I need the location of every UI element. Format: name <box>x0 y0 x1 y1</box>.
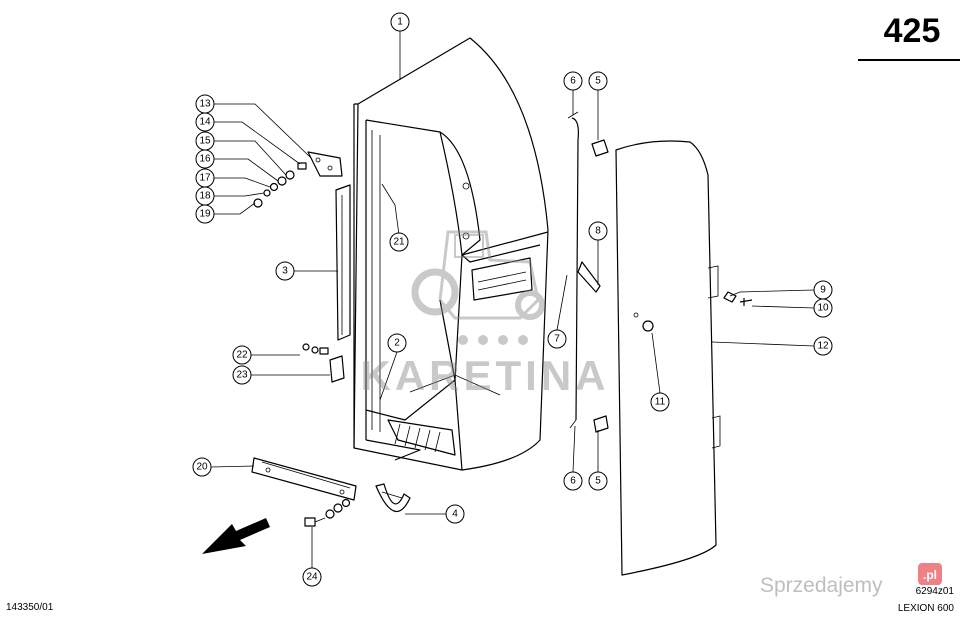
svg-text:22: 22 <box>236 350 248 361</box>
svg-text:16: 16 <box>199 154 211 165</box>
callout: 13 <box>195 94 215 114</box>
callout: 19 <box>195 204 215 224</box>
callout: 9 <box>813 280 833 300</box>
drawing-code: 143350/01 <box>6 602 54 613</box>
svg-text:5: 5 <box>595 476 601 487</box>
bolt-set <box>304 498 351 527</box>
latch-parts <box>302 343 345 383</box>
callout: 14 <box>195 112 215 132</box>
svg-text:2: 2 <box>394 338 400 349</box>
svg-text:12: 12 <box>817 341 829 352</box>
svg-text:1: 1 <box>397 17 403 28</box>
callout: 5 <box>588 71 608 91</box>
svg-text:3: 3 <box>282 266 288 277</box>
callout: 5 <box>588 471 608 491</box>
callout: 1 <box>390 12 410 32</box>
callout: 8 <box>588 221 608 241</box>
svg-text:24: 24 <box>306 572 318 583</box>
callout: 16 <box>195 149 215 169</box>
karetina-watermark: KARETINA <box>361 230 610 399</box>
svg-text:8: 8 <box>595 226 601 237</box>
watermark-logo-text: KARETINA <box>361 352 610 399</box>
vertical-strip <box>335 184 351 341</box>
svg-text:6: 6 <box>570 476 576 487</box>
strap <box>375 483 411 513</box>
buffers <box>591 139 609 433</box>
svg-text:14: 14 <box>199 117 211 128</box>
callout: 22 <box>232 345 252 365</box>
callout: 3 <box>275 261 295 281</box>
callout: 12 <box>813 336 833 356</box>
callout: 23 <box>232 365 252 385</box>
svg-text:6: 6 <box>570 76 576 87</box>
callout: 7 <box>547 329 567 349</box>
callout: 6 <box>563 71 583 91</box>
site-badge-icon <box>918 563 942 585</box>
bottom-rail <box>251 457 357 501</box>
svg-text:15: 15 <box>199 136 211 147</box>
svg-text:13: 13 <box>199 99 211 110</box>
callout: 15 <box>195 131 215 151</box>
callout: 2 <box>387 333 407 353</box>
svg-text:7: 7 <box>554 334 560 345</box>
callout: 11 <box>650 392 670 412</box>
figure-code: 6294z01 <box>916 586 955 597</box>
svg-text:20: 20 <box>196 462 208 473</box>
tractor-logo-icon <box>411 230 545 345</box>
callout: 21 <box>389 232 409 252</box>
door-panel <box>615 140 753 576</box>
sprzedajemy-watermark: Sprzedajemy .pl <box>760 563 942 597</box>
callout: 18 <box>195 186 215 206</box>
watermark-site-suffix: .pl <box>923 568 937 582</box>
page-number: 425 <box>884 12 941 50</box>
svg-text:10: 10 <box>817 303 829 314</box>
callout: 17 <box>195 168 215 188</box>
callout: 20 <box>192 457 212 477</box>
svg-text:21: 21 <box>393 237 405 248</box>
callout: 4 <box>445 504 465 524</box>
svg-text:11: 11 <box>655 397 666 408</box>
svg-text:17: 17 <box>199 173 211 184</box>
callout: 6 <box>563 471 583 491</box>
model-name: LEXION 600 <box>898 603 955 614</box>
svg-text:9: 9 <box>820 285 826 296</box>
top-bracket <box>253 151 343 208</box>
direction-arrow <box>202 518 270 554</box>
callouts: 1 13 14 15 16 17 18 19 21 3 2 22 23 20 4… <box>192 12 833 587</box>
svg-text:5: 5 <box>595 76 601 87</box>
svg-text:4: 4 <box>452 509 458 520</box>
callout: 10 <box>813 298 833 318</box>
callout: 24 <box>302 567 322 587</box>
svg-text:23: 23 <box>236 370 248 381</box>
svg-text:18: 18 <box>199 191 211 202</box>
watermark-site-text: Sprzedajemy <box>760 574 883 597</box>
side-housing <box>353 37 549 471</box>
leader-lines <box>210 30 815 568</box>
svg-text:19: 19 <box>199 209 211 220</box>
